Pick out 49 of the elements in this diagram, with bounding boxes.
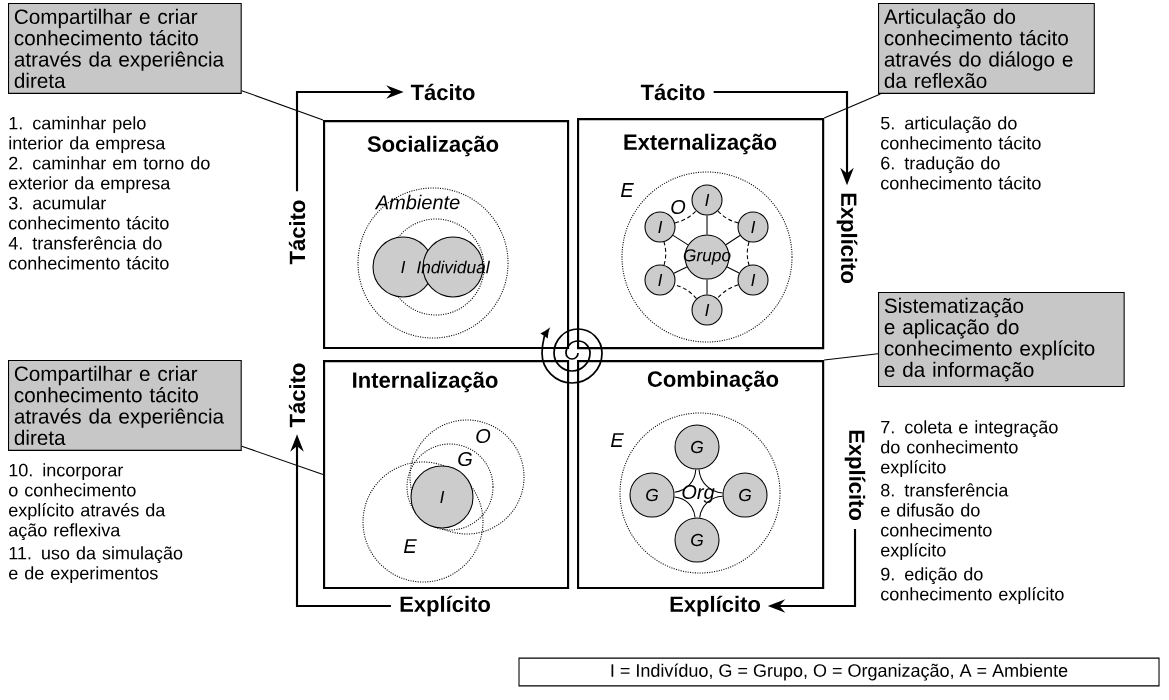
connector-line bbox=[716, 284, 739, 299]
connector-line bbox=[698, 468, 724, 494]
circle-label: E bbox=[620, 183, 634, 197]
list-item: 7. coleta e integração do conhecimento explícito bbox=[881, 420, 1058, 478]
list-item: 4. transferência do conhecimento tácito bbox=[8, 236, 169, 270]
connector-line bbox=[706, 215, 708, 235]
connector-line bbox=[725, 234, 741, 246]
callout-box: Compartilhar e criar conhecimento tácito através da experiência direta bbox=[8, 3, 242, 94]
list-item: 5. articulação do conhecimento tácito bbox=[881, 116, 1041, 150]
axis-label: Explícito bbox=[836, 193, 858, 283]
circle-label: E bbox=[403, 539, 417, 553]
leader-line bbox=[823, 93, 881, 119]
circle-label: Ambiente bbox=[374, 194, 460, 210]
list-item: 8. transferência e difusão do conhecimento explícito bbox=[881, 483, 1009, 561]
list-item: 1. caminhar pelo interior da empresa bbox=[9, 116, 166, 154]
circle-label: E bbox=[610, 433, 624, 447]
connector-line bbox=[674, 284, 698, 300]
axis-label: Explícito bbox=[844, 430, 866, 520]
list-item: 9. edição do conhecimento explícito bbox=[881, 567, 1064, 605]
connector-line bbox=[663, 241, 667, 266]
list-item: 3. acumular conhecimento tácito bbox=[8, 196, 169, 230]
axis-label: Tácito bbox=[288, 200, 306, 265]
connector-line bbox=[706, 279, 708, 295]
connector-line bbox=[726, 266, 740, 274]
axis-label: Tácito bbox=[640, 83, 705, 101]
axis-label: Tácito bbox=[288, 363, 306, 428]
leader-line bbox=[823, 353, 879, 361]
axis-label: Explícito bbox=[400, 595, 490, 617]
list-item: 6. tradução do conhecimento tácito bbox=[881, 156, 1041, 190]
leader-line bbox=[241, 90, 324, 121]
list-item: 11. uso da simulação e de experimentos bbox=[9, 546, 183, 584]
axis-label: Tácito bbox=[410, 83, 475, 101]
key-box: I = Indivíduo, G = Grupo, O = Organização, A = Ambiente bbox=[518, 657, 1160, 687]
circle-label: O bbox=[476, 428, 491, 444]
axis-label: Explícito bbox=[670, 595, 760, 617]
connector-line bbox=[699, 495, 724, 519]
circle-label: Org bbox=[682, 484, 715, 504]
connector-line bbox=[673, 468, 697, 493]
list-item: 2. caminhar em torno do exterior da empresa bbox=[9, 156, 210, 194]
callout-box: Compartilhar e criar conhecimento tácito através da experiência direta bbox=[8, 360, 242, 451]
callout-box: Sistematização e aplicação do conhecimento explícito e da informação bbox=[878, 292, 1125, 388]
leader-line bbox=[241, 445, 324, 476]
connector-line bbox=[717, 210, 739, 224]
callout-box: Articulação do conhecimento tácito através do diálogo e da reflexão bbox=[878, 3, 1095, 94]
connector-line bbox=[746, 241, 750, 266]
connector-line bbox=[673, 266, 688, 274]
connector-line bbox=[672, 234, 689, 246]
connector-line bbox=[674, 210, 697, 224]
connector-line bbox=[673, 496, 696, 519]
